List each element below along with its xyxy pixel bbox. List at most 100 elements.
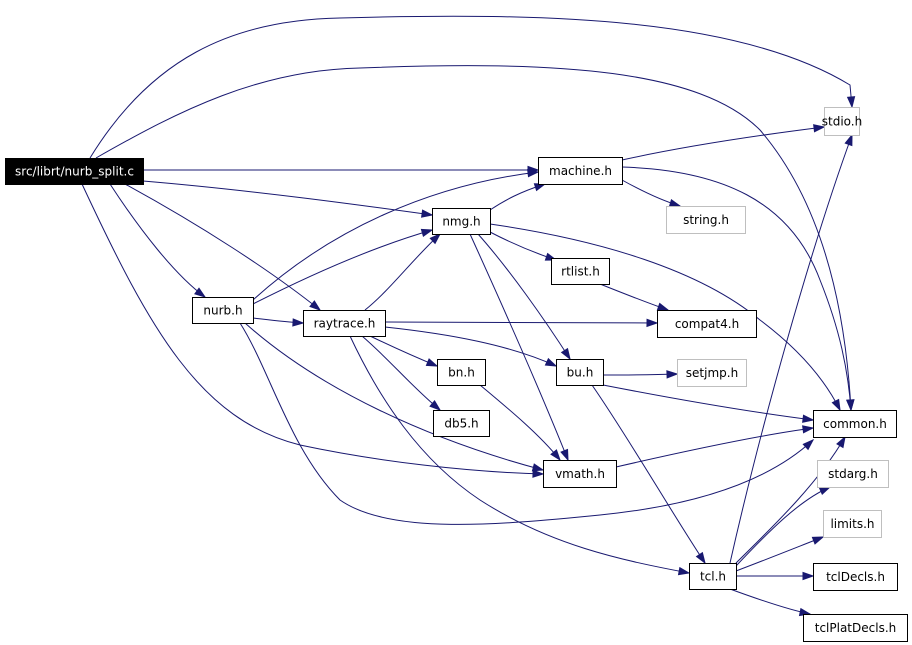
- edge-arrowhead: [421, 209, 434, 218]
- edge-line: [109, 183, 206, 298]
- edge-line: [95, 65, 852, 411]
- node-box: [433, 410, 490, 437]
- node-string[interactable]: string.h: [666, 206, 746, 234]
- edge-nmg-to-common: [489, 223, 841, 412]
- node-label: nmg.h: [442, 215, 480, 229]
- edge-root-to-nmg: [142, 180, 434, 218]
- node-box: [556, 359, 604, 386]
- node-stdio[interactable]: stdio.h: [822, 107, 862, 136]
- edge-arrowhead: [292, 318, 305, 327]
- edge-line: [479, 384, 561, 461]
- edge-line: [602, 373, 678, 376]
- edge-raytrace-to-bn: [369, 335, 439, 367]
- edge-line: [89, 15, 853, 159]
- edge-nurb-to-machine: [252, 169, 540, 301]
- node-label: bn.h: [448, 366, 475, 380]
- edge-nmg-to-bu: [477, 233, 571, 361]
- node-bn[interactable]: bn.h: [437, 359, 486, 386]
- node-box: [657, 310, 757, 338]
- node-box: [813, 410, 897, 438]
- edge-line: [369, 335, 438, 367]
- node-rtlist[interactable]: rtlist.h: [551, 258, 610, 285]
- edge-line: [735, 536, 824, 572]
- node-label: common.h: [823, 417, 887, 431]
- node-tcl[interactable]: tcl.h: [689, 563, 737, 590]
- edge-line: [244, 322, 544, 471]
- edge-line: [729, 134, 853, 564]
- edge-arrowhead: [560, 347, 571, 361]
- node-label: rtlist.h: [561, 265, 600, 279]
- node-label: setjmp.h: [686, 366, 738, 380]
- edge-arrowhead: [668, 198, 682, 208]
- node-vmath[interactable]: vmath.h: [543, 460, 617, 488]
- node-label: stdarg.h: [828, 467, 878, 481]
- node-compat4[interactable]: compat4.h: [657, 310, 757, 338]
- node-label: limits.h: [830, 517, 874, 531]
- node-common[interactable]: common.h: [813, 410, 897, 438]
- edge-line: [239, 322, 814, 525]
- node-box: [677, 359, 747, 387]
- node-bu[interactable]: bu.h: [556, 359, 604, 386]
- node-box: [5, 158, 144, 185]
- node-stdarg[interactable]: stdarg.h: [817, 460, 889, 488]
- edge-line: [124, 183, 321, 311]
- edge-arrowhead: [531, 463, 545, 472]
- edge-bu-to-tcl: [591, 384, 706, 565]
- edge-line: [489, 223, 841, 411]
- edge-arrowhead: [425, 358, 439, 367]
- edge-arrowhead: [550, 449, 561, 462]
- edge-line: [735, 486, 831, 567]
- edge-machine-to-stdio: [621, 124, 826, 161]
- edge-tcl-to-tclPlatDecls: [729, 588, 812, 617]
- edge-arrowhead: [677, 566, 691, 576]
- node-box: [551, 258, 610, 285]
- edge-machine-to-string: [621, 179, 682, 208]
- node-box: [823, 510, 882, 538]
- edge-line: [599, 283, 669, 311]
- node-db5[interactable]: db5.h: [433, 410, 490, 437]
- node-label: tcl.h: [700, 570, 726, 584]
- edge-arrowhead: [813, 124, 826, 133]
- edge-line: [364, 233, 441, 311]
- node-root: src/librt/nurb_split.c: [5, 158, 144, 185]
- node-machine[interactable]: machine.h: [538, 157, 623, 185]
- edge-arrowhead: [802, 414, 815, 423]
- edge-root-to-common: [95, 65, 855, 412]
- edge-line: [621, 126, 825, 161]
- edge-line: [349, 335, 690, 574]
- edge-bu-to-setjmp: [602, 370, 679, 379]
- edge-arrowhead: [695, 551, 706, 565]
- edge-arrowhead: [802, 425, 815, 434]
- node-box: [803, 614, 908, 642]
- node-box: [813, 563, 898, 591]
- edge-arrowhead: [429, 232, 442, 245]
- node-setjmp[interactable]: setjmp.h: [677, 359, 747, 387]
- edge-line: [252, 171, 539, 301]
- edge-line: [489, 231, 557, 261]
- edge-line: [252, 229, 433, 305]
- edge-arrowhead: [802, 438, 815, 451]
- edge-line: [735, 436, 846, 564]
- edge-tcl-to-limits: [735, 536, 825, 572]
- edge-arrowhead: [194, 287, 207, 298]
- edge-root-to-machine: [143, 165, 540, 175]
- edge-raytrace-to-db5: [361, 335, 442, 411]
- edge-arrowhead: [646, 318, 659, 328]
- edge-line: [81, 183, 544, 475]
- node-nurb[interactable]: nurb.h: [192, 297, 254, 324]
- node-nmg[interactable]: nmg.h: [432, 208, 491, 235]
- node-limits[interactable]: limits.h: [823, 510, 882, 538]
- node-tclPlatDecls[interactable]: tclPlatDecls.h: [803, 614, 908, 642]
- edge-raytrace-to-tcl: [349, 335, 691, 576]
- node-box: [689, 563, 737, 590]
- node-label: tclDecls.h: [826, 570, 885, 584]
- edges-layer: [81, 15, 856, 617]
- edge-tcl-to-tclDecls: [736, 571, 815, 581]
- node-box: [432, 208, 491, 235]
- edge-line: [602, 384, 814, 421]
- node-raytrace[interactable]: raytrace.h: [303, 310, 386, 337]
- edge-arrowhead: [544, 357, 558, 367]
- node-tclDecls[interactable]: tclDecls.h: [813, 563, 898, 591]
- edge-nurb-to-common: [239, 322, 815, 525]
- edge-raytrace-to-bu: [384, 326, 558, 367]
